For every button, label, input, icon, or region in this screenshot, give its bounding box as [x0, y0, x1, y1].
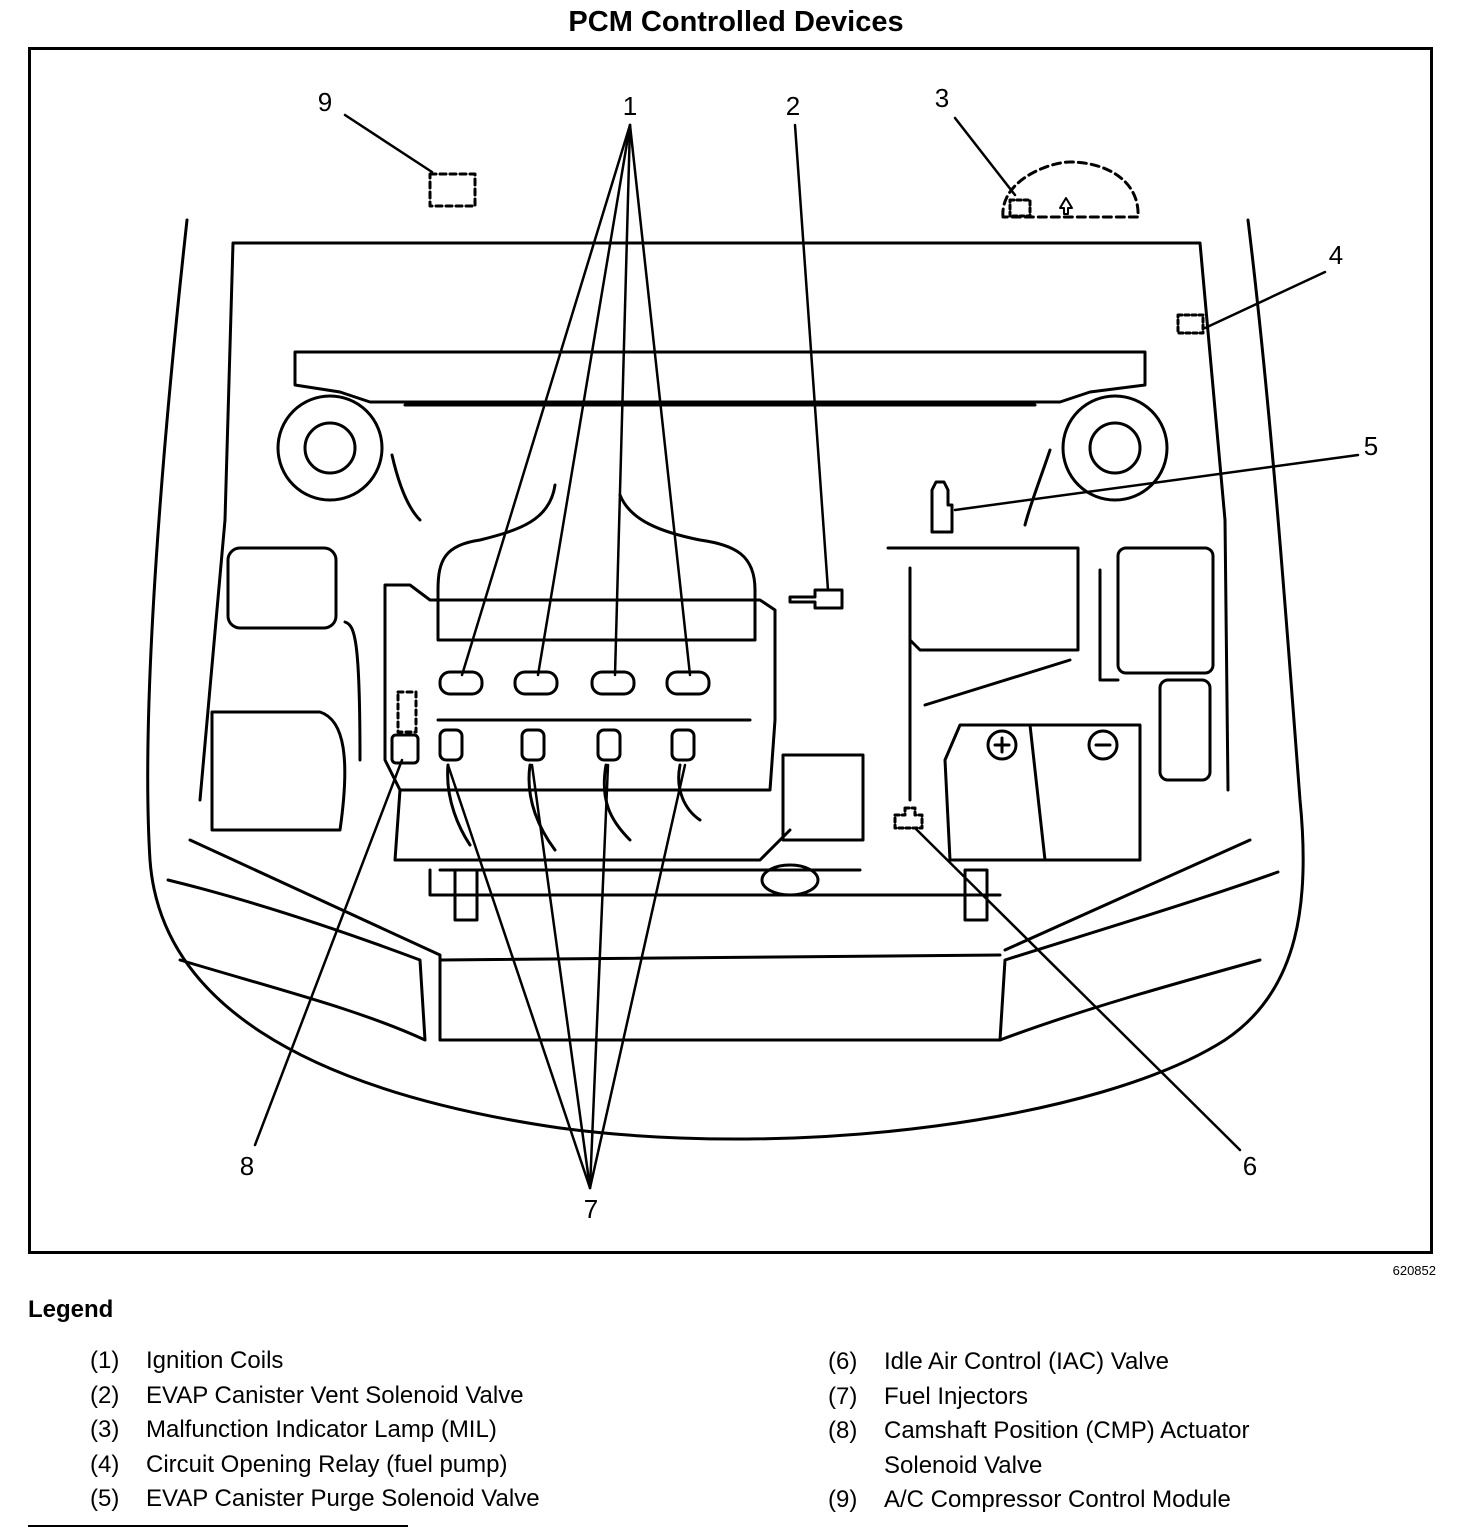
legend-item: (3) Malfunction Indicator Lamp (MIL): [90, 1413, 730, 1448]
legend-text: Idle Air Control (IAC) Valve: [884, 1348, 1169, 1375]
legend-text: EVAP Canister Purge Solenoid Valve: [146, 1485, 540, 1512]
fuse-box: [1098, 546, 1215, 782]
legend-text: Fuel Injectors: [884, 1382, 1029, 1410]
firewall-panel: [293, 350, 1147, 404]
legend-item: (1) Ignition Coils: [90, 1344, 730, 1379]
legend-number: (8): [828, 1417, 858, 1444]
legend-item: (6) Idle Air Control (IAC) Valve: [828, 1345, 1388, 1380]
legend-item: (4) Circuit Opening Relay (fuel pump): [90, 1448, 730, 1483]
legend-number: (3): [90, 1416, 120, 1443]
legend-text: A/C Compressor Control Module: [884, 1486, 1231, 1513]
circuit-opening-relay: [1176, 313, 1205, 335]
callout-2: 2: [786, 91, 800, 121]
cowl-outline: [198, 241, 1230, 802]
callout-labels: 1 2 3 4 5 6 7 8 9: [240, 83, 1378, 1224]
radiator-cap: [760, 863, 820, 897]
legend-left-column: (1) Ignition Coils (2) EVAP Canister Vent …: [90, 1344, 730, 1517]
engine-block: [383, 483, 1002, 897]
legend-text: EVAP Canister Vent Solenoid Valve: [146, 1381, 524, 1409]
callout-6: 6: [1243, 1151, 1257, 1181]
callout-4: 4: [1329, 240, 1343, 270]
air-cleaner-box: [886, 546, 1080, 652]
legend-number: (1): [90, 1347, 120, 1374]
legend-item: (8) Camshaft Position (CMP) Actuator Sole…: [828, 1414, 1388, 1483]
legend-item: (9) A/C Compressor Control Module: [828, 1483, 1388, 1518]
bumper-right: [998, 870, 1280, 1042]
iac-valve: [893, 806, 924, 830]
evap-purge-solenoid: [930, 480, 954, 534]
relay-block: [781, 753, 865, 842]
legend-number: (6): [828, 1348, 858, 1375]
legend-number: (2): [90, 1381, 120, 1409]
fuel-injectors: [438, 728, 702, 852]
evap-vent-solenoid: [788, 588, 844, 610]
bottom-rule: [28, 1525, 408, 1527]
legend-text: Camshaft Position (CMP) Actuator Solenoi…: [884, 1417, 1250, 1479]
right-strut-tower: [1023, 394, 1169, 527]
callout-9: 9: [318, 87, 332, 117]
callout-8: 8: [240, 1151, 254, 1181]
car-body-outline: [146, 218, 1305, 1141]
figure-id: 620852: [1392, 1263, 1436, 1278]
legend-right-column: (6) Idle Air Control (IAC) Valve (7) Fuel …: [828, 1345, 1388, 1518]
legend-item: (7) Fuel Injectors: [828, 1380, 1388, 1415]
ac-compressor-module: [428, 172, 477, 208]
diagram-frame: [28, 47, 1433, 1254]
callout-5: 5: [1364, 431, 1378, 461]
callout-7: 7: [584, 1194, 598, 1224]
coolant-reservoir: [226, 546, 338, 630]
instrument-cluster: [1001, 160, 1140, 219]
leader-lines: [253, 113, 1360, 1190]
legend-number: (4): [90, 1450, 120, 1478]
bumper-left: [166, 878, 427, 1042]
battery: [943, 723, 1142, 862]
mil-lamp: [1008, 198, 1032, 218]
ignition-coils: [438, 670, 711, 696]
legend-text: Circuit Opening Relay (fuel pump): [146, 1450, 508, 1478]
legend-text: Ignition Coils: [146, 1347, 284, 1374]
cmp-solenoid-valve: [390, 690, 420, 765]
legend-number: (5): [90, 1485, 120, 1512]
callout-3: 3: [935, 83, 949, 113]
legend-item: (5) EVAP Canister Purge Solenoid Valve: [90, 1482, 730, 1517]
legend-text: Malfunction Indicator Lamp (MIL): [146, 1416, 497, 1443]
legend-number: (7): [828, 1382, 858, 1410]
legend-number: (9): [828, 1486, 858, 1513]
legend-item: (2) EVAP Canister Vent Solenoid Valve: [90, 1379, 730, 1414]
diagram-title: PCM Controlled Devices: [568, 6, 904, 38]
callout-1: 1: [623, 91, 637, 121]
legend-title: Legend: [28, 1296, 114, 1323]
engine-bay-drawing: 1 2 3 4 5 6 7 8 9: [146, 83, 1378, 1224]
left-strut-tower: [276, 394, 422, 522]
